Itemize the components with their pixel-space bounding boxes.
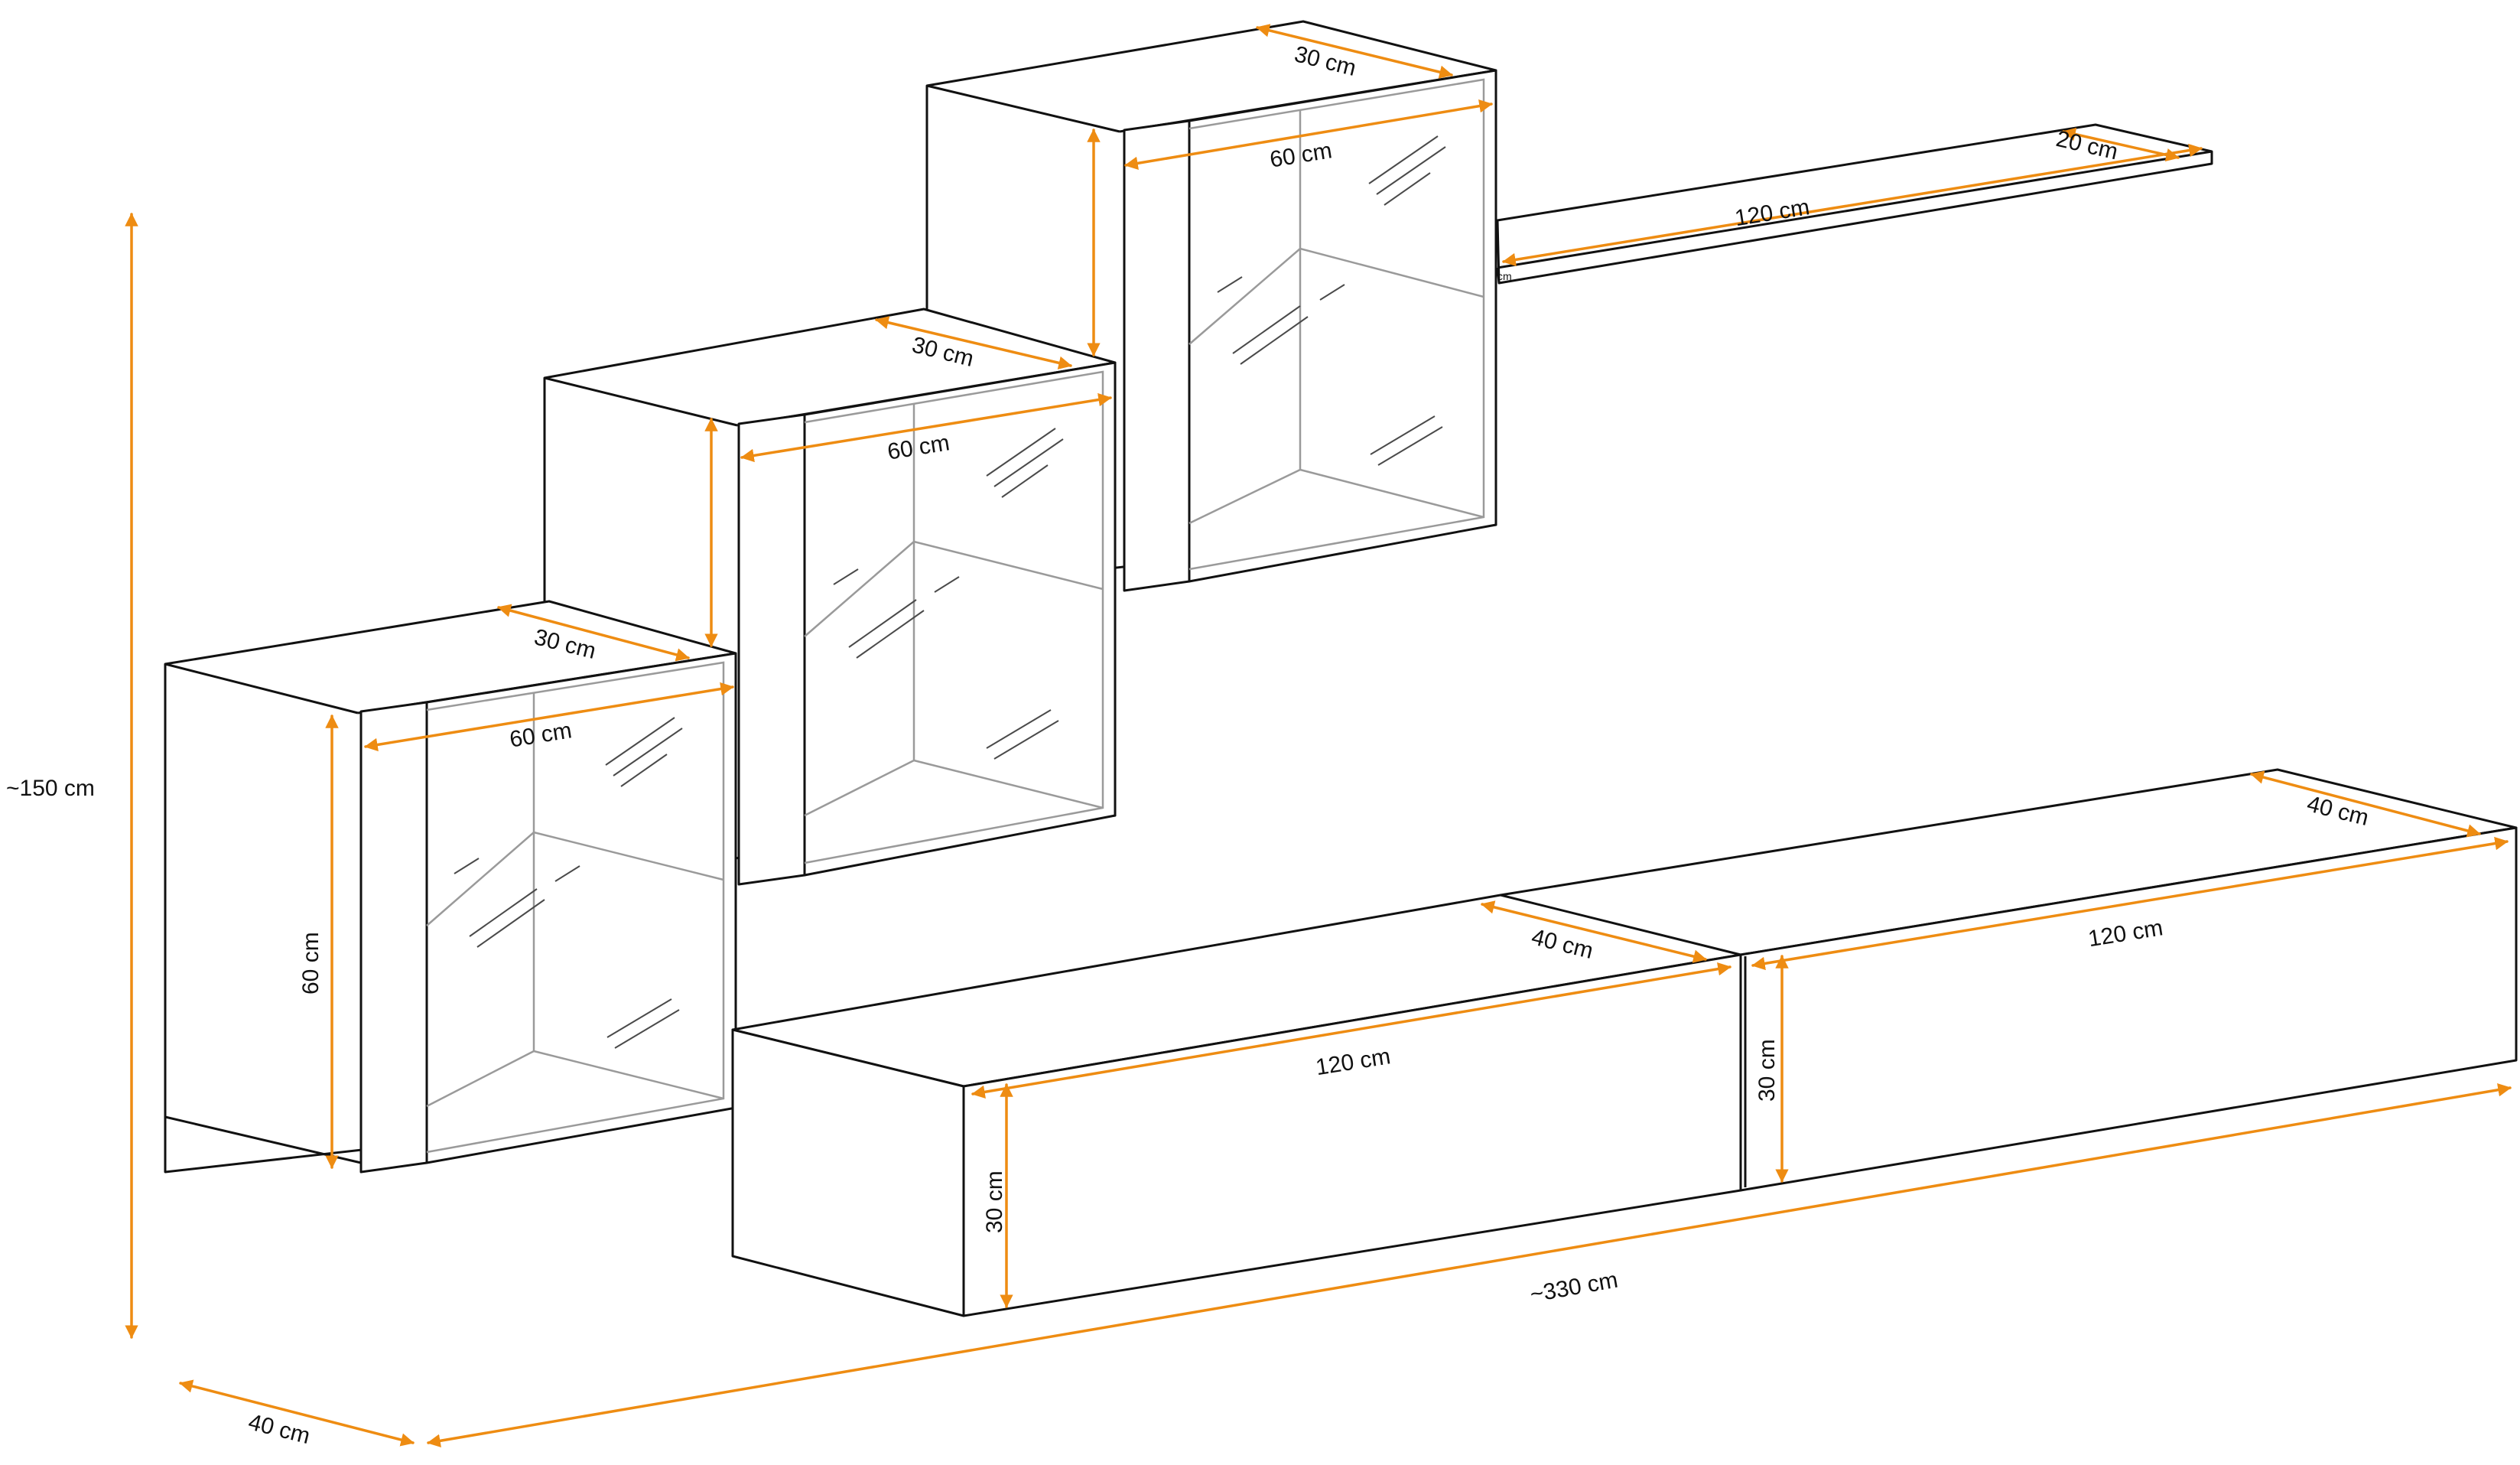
dim-line-cab1-width — [364, 682, 734, 752]
label-lowboard2-height: 30 cm — [1754, 1039, 1780, 1102]
label-cab1-height: 60 cm — [298, 932, 324, 995]
dim-line-total-depth — [179, 1379, 415, 1447]
dim-line-cab3-depth — [1256, 24, 1453, 79]
dim-line-shelf-depth — [2062, 127, 2180, 162]
dim-line-lowboard2-width — [1751, 836, 2509, 971]
glass-reflection — [833, 428, 1064, 760]
dim-line-cab3-width — [1124, 99, 1493, 171]
dim-line-cab2-width — [740, 392, 1112, 463]
dim-line-cab1-depth — [497, 604, 690, 662]
label-shelf-thickness: cm — [1497, 270, 1512, 282]
dimension-lines — [125, 24, 2512, 1447]
dim-line-lowboard1-depth — [1481, 900, 1707, 963]
glass-reflection — [1217, 135, 1446, 466]
dim-line-cab2-depth — [875, 316, 1072, 370]
dim-line-shelf-length — [1502, 143, 2203, 267]
dim-line-total-width — [427, 1083, 2512, 1447]
label-lowboard1-height: 30 cm — [982, 1170, 1007, 1233]
label-total-height: ~150 cm — [6, 776, 95, 801]
dim-line-lowboard2-depth — [2250, 770, 2481, 838]
label-total-width: ~330 cm — [1528, 1268, 1620, 1308]
dim-line-lowboard1-width — [971, 962, 1731, 1099]
wall-cabinet-left — [164, 600, 737, 1174]
